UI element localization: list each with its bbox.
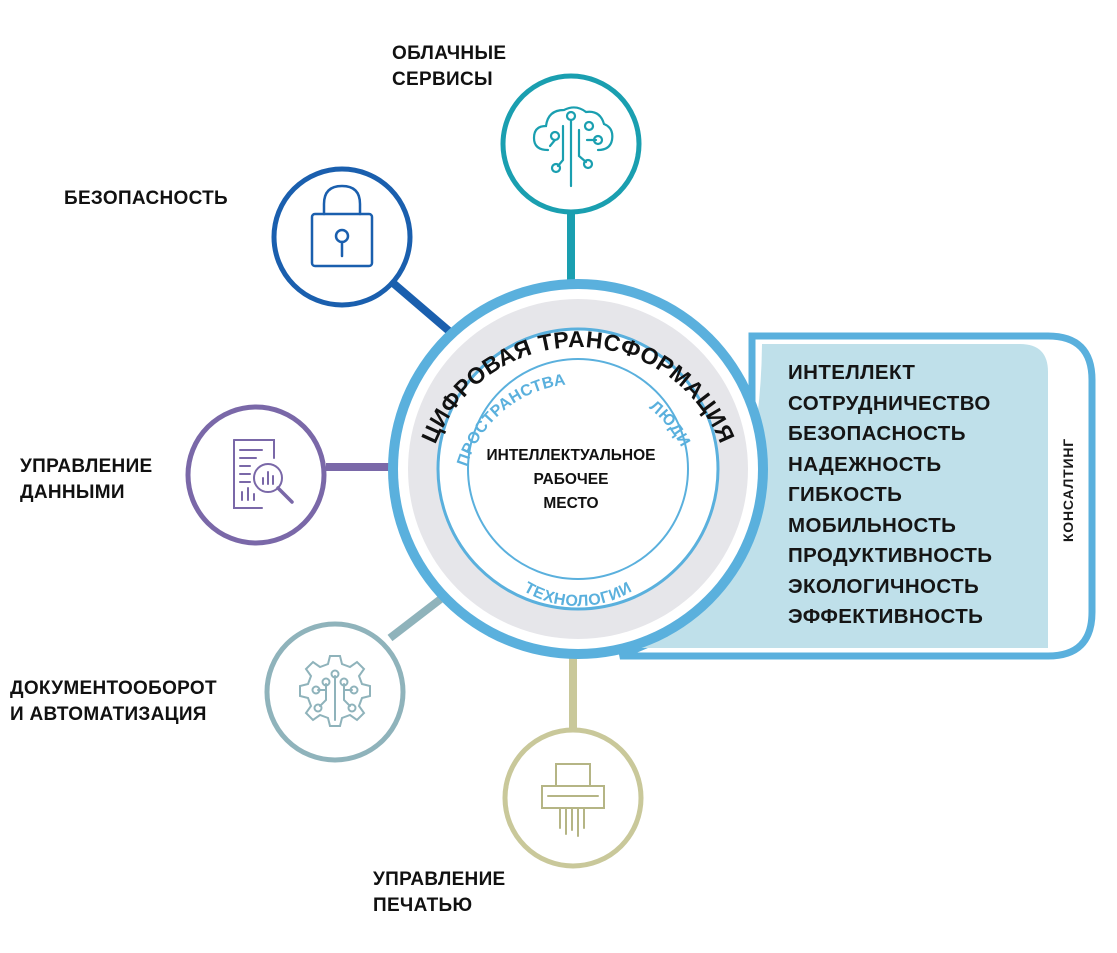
cloud-network-icon	[532, 106, 614, 188]
label-line: ДАННЫМИ	[20, 482, 125, 503]
label-line: СЕРВИСЫ	[392, 69, 493, 90]
docflow-node	[264, 621, 406, 763]
quality-item: МОБИЛЬНОСТЬ	[788, 513, 957, 537]
quality-item: БЕЗОПАСНОСТЬ	[788, 422, 966, 445]
label-line: ДОКУМЕНТООБОРОТ	[10, 678, 217, 699]
quality-item: СОТРУДНИЧЕСТВО	[788, 391, 991, 415]
label-security: БЕЗОПАСНОСТЬ	[64, 186, 228, 212]
gear-circuit-icon	[299, 655, 371, 727]
consulting-text: КОНСАЛТИНГ	[1060, 437, 1076, 543]
print-node	[502, 727, 644, 869]
security-node	[271, 166, 413, 308]
document-search-icon	[233, 439, 294, 509]
quality-item: ЭФФЕКТИВНОСТЬ	[788, 605, 984, 628]
quality-item: ЭКОЛОГИЧНОСТЬ	[788, 574, 980, 598]
label-cloud-services: ОБЛАЧНЫЕ СЕРВИСЫ	[392, 41, 506, 93]
cloud-node	[500, 73, 642, 215]
inner-ring	[467, 358, 689, 580]
padlock-icon	[310, 184, 374, 268]
center-line: МЕСТО	[543, 495, 599, 512]
label-line: ПЕЧАТЬЮ	[373, 895, 473, 916]
quality-item: ИНТЕЛЛЕКТ	[788, 361, 916, 384]
quality-item: ГИБКОСТЬ	[788, 483, 903, 506]
data-node	[185, 404, 327, 546]
docflow-connector	[387, 594, 445, 642]
label-line: УПРАВЛЕНИЕ	[373, 869, 506, 890]
label-data-management: УПРАВЛЕНИЕ ДАННЫМИ	[20, 454, 153, 506]
center-line: РАБОЧЕЕ	[533, 471, 609, 488]
shredder-printer-icon	[541, 763, 605, 837]
label-docflow: ДОКУМЕНТООБОРОТ И АВТОМАТИЗАЦИЯ	[10, 676, 217, 728]
center-line: ИНТЕЛЛЕКТУАЛЬНОЕ	[486, 447, 656, 464]
label-line: БЕЗОПАСНОСТЬ	[64, 188, 228, 209]
quality-item: ПРОДУКТИВНОСТЬ	[788, 544, 993, 567]
qualities-list: ИНТЕЛЛЕКТ СОТРУДНИЧЕСТВО БЕЗОПАСНОСТЬ НА…	[788, 358, 992, 633]
security-connector	[390, 279, 452, 335]
label-line: УПРАВЛЕНИЕ	[20, 456, 153, 477]
quality-item: НАДЕЖНОСТЬ	[788, 452, 942, 476]
label-print-management: УПРАВЛЕНИЕ ПЕЧАТЬЮ	[373, 867, 506, 919]
label-line: И АВТОМАТИЗАЦИЯ	[10, 704, 207, 725]
label-line: ОБЛАЧНЫЕ	[392, 43, 507, 64]
center-label: ИНТЕЛЛЕКТУАЛЬНОЕ РАБОЧЕЕ МЕСТО	[466, 444, 676, 516]
